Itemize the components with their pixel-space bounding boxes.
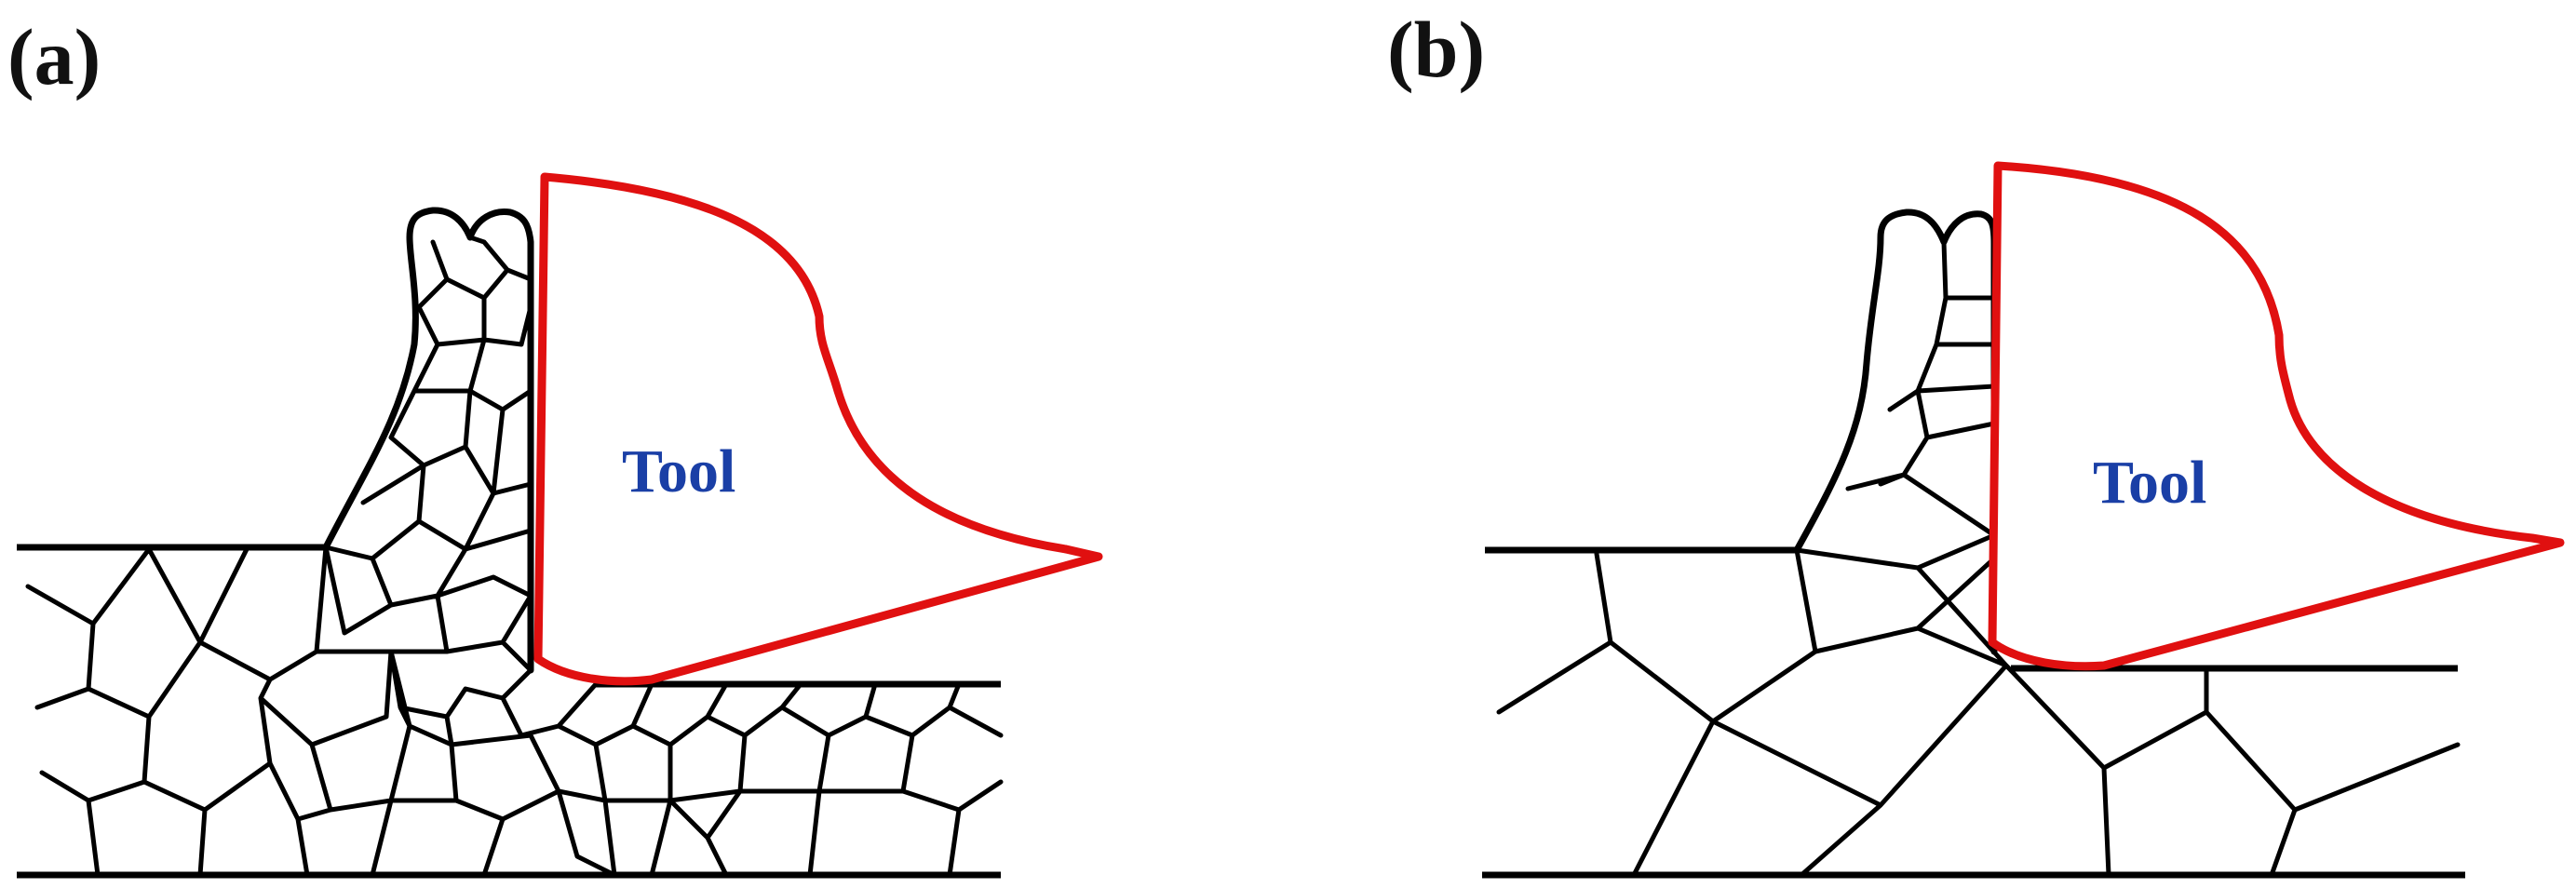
grain-boundary	[1845, 239, 1997, 538]
panel-b-label: (b)	[1387, 5, 1485, 94]
panel-a: (a) Tool	[7, 12, 1103, 879]
panel-b-grain-network	[1496, 239, 2461, 878]
panel-b: (b) Tool	[1387, 5, 2565, 879]
panel-a-grain-network	[25, 235, 1004, 878]
grain-boundary	[323, 235, 533, 673]
panel-a-label: (a)	[7, 12, 101, 101]
panel-a-tool-outline	[533, 172, 1103, 686]
panel-b-tool-label: Tool	[2093, 449, 2206, 517]
panel-a-tool-label: Tool	[622, 437, 735, 505]
panel-b-chip-outline	[1793, 209, 1998, 655]
grain-boundary	[25, 545, 617, 878]
panel-a-chip-outline	[322, 207, 534, 674]
grain-boundary	[1496, 532, 2461, 878]
grain-boundary	[388, 649, 1004, 878]
panel-b-tool-outline	[1988, 161, 2565, 671]
